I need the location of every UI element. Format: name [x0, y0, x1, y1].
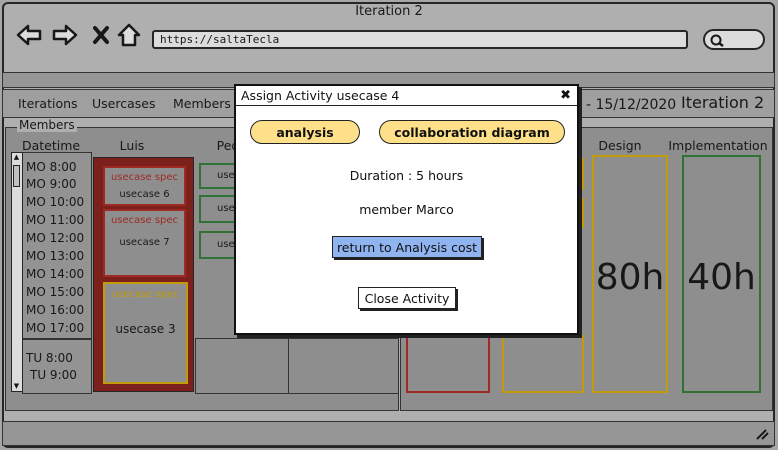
scroll-down-icon[interactable]: ▼ [13, 382, 20, 390]
design-column: 80h [592, 155, 668, 393]
dialog-title: Assign Activity usecase 4 [241, 88, 400, 103]
datetime-column [22, 152, 92, 394]
scroll-up-icon[interactable]: ▲ [13, 153, 20, 161]
assign-activity-dialog: Assign Activity usecase 4 ✖ analysis col… [234, 84, 579, 335]
time-slot: MO 14:00 [26, 267, 85, 281]
date-range: - 15/12/2020 [586, 97, 677, 113]
phase-column-red [406, 335, 490, 393]
card-name: usecase 7 [119, 237, 170, 248]
col-header-datetime: Datetime [22, 138, 81, 153]
tag-collaboration-diagram[interactable]: collaboration diagram [379, 120, 565, 144]
phase-header-design: Design [598, 138, 642, 153]
scroll-thumb[interactable] [13, 165, 20, 187]
dialog-close-icon[interactable]: ✖ [560, 88, 571, 103]
return-to-analysis-cost-button[interactable]: return to Analysis cost [332, 236, 482, 258]
time-slot: MO 10:00 [26, 195, 85, 209]
card-tag: usecase spec [110, 215, 179, 226]
card-tag: usecase spec [111, 289, 180, 300]
usecase-card[interactable]: usecase spec usecase 6 [103, 166, 186, 206]
menu-item-usercases[interactable]: Usercases [92, 96, 156, 111]
time-slot: MO 13:00 [26, 249, 85, 263]
window-title: Iteration 2 [355, 4, 423, 19]
ped-card[interactable]: use [199, 195, 237, 223]
time-slot: MO 9:00 [26, 177, 77, 191]
dialog-titlebar: Assign Activity usecase 4 [236, 86, 577, 106]
member-text: member Marco [359, 202, 454, 217]
phase-header-implementation: Implementation [668, 138, 768, 153]
usecase-card[interactable]: usecase spec usecase 3 [103, 282, 188, 384]
day-divider [22, 338, 92, 340]
time-slot: MO 17:00 [26, 321, 85, 335]
time-slot: TU 8:00 [26, 351, 73, 365]
design-hours: 80h [595, 257, 665, 298]
card-name: usecase 6 [119, 189, 170, 200]
forward-arrow-icon[interactable] [52, 22, 78, 48]
home-icon[interactable] [116, 22, 142, 48]
iteration-label: Iteration 2 [681, 93, 765, 112]
col-header-luis: Luis [119, 138, 145, 153]
usecase-card[interactable]: usecase spec usecase 7 [103, 209, 186, 277]
back-arrow-icon[interactable] [16, 22, 42, 48]
card-tag: usecase spec [110, 172, 179, 183]
menu-item-members[interactable]: Members [173, 96, 231, 111]
members-legend: Members [17, 118, 77, 132]
implementation-hours: 40h [687, 257, 756, 298]
search-field[interactable] [703, 29, 765, 50]
phase-column-edge [579, 198, 584, 228]
col-header-ped: Ped [216, 138, 240, 153]
time-slot: MO 12:00 [26, 231, 85, 245]
time-slot: MO 8:00 [26, 160, 77, 174]
time-slot: MO 11:00 [26, 213, 85, 227]
menu-item-iterations[interactable]: Iterations [18, 96, 78, 111]
implementation-column: 40h [682, 155, 761, 393]
ped-card[interactable]: use [199, 231, 237, 259]
tag-analysis[interactable]: analysis [250, 120, 360, 144]
card-name: usecase 3 [115, 322, 176, 336]
status-bar [2, 421, 775, 446]
close-activity-button[interactable]: Close Activity [358, 287, 456, 309]
resize-grip-icon[interactable] [755, 428, 769, 443]
grid-cell [195, 338, 399, 394]
time-slot: MO 16:00 [26, 303, 85, 317]
duration-text: Duration : 5 hours [349, 168, 464, 183]
scrollbar[interactable]: ▲ ▼ [11, 152, 23, 392]
url-field[interactable]: https://saltaTecla [152, 30, 688, 49]
search-icon [710, 34, 724, 47]
close-x-icon[interactable] [88, 22, 114, 48]
time-slot: MO 15:00 [26, 285, 85, 299]
ped-card[interactable]: usec [199, 163, 240, 189]
phase-column-edge [579, 158, 584, 190]
phase-column-yellow [502, 335, 584, 393]
time-slot: TU 9:00 [30, 368, 77, 382]
